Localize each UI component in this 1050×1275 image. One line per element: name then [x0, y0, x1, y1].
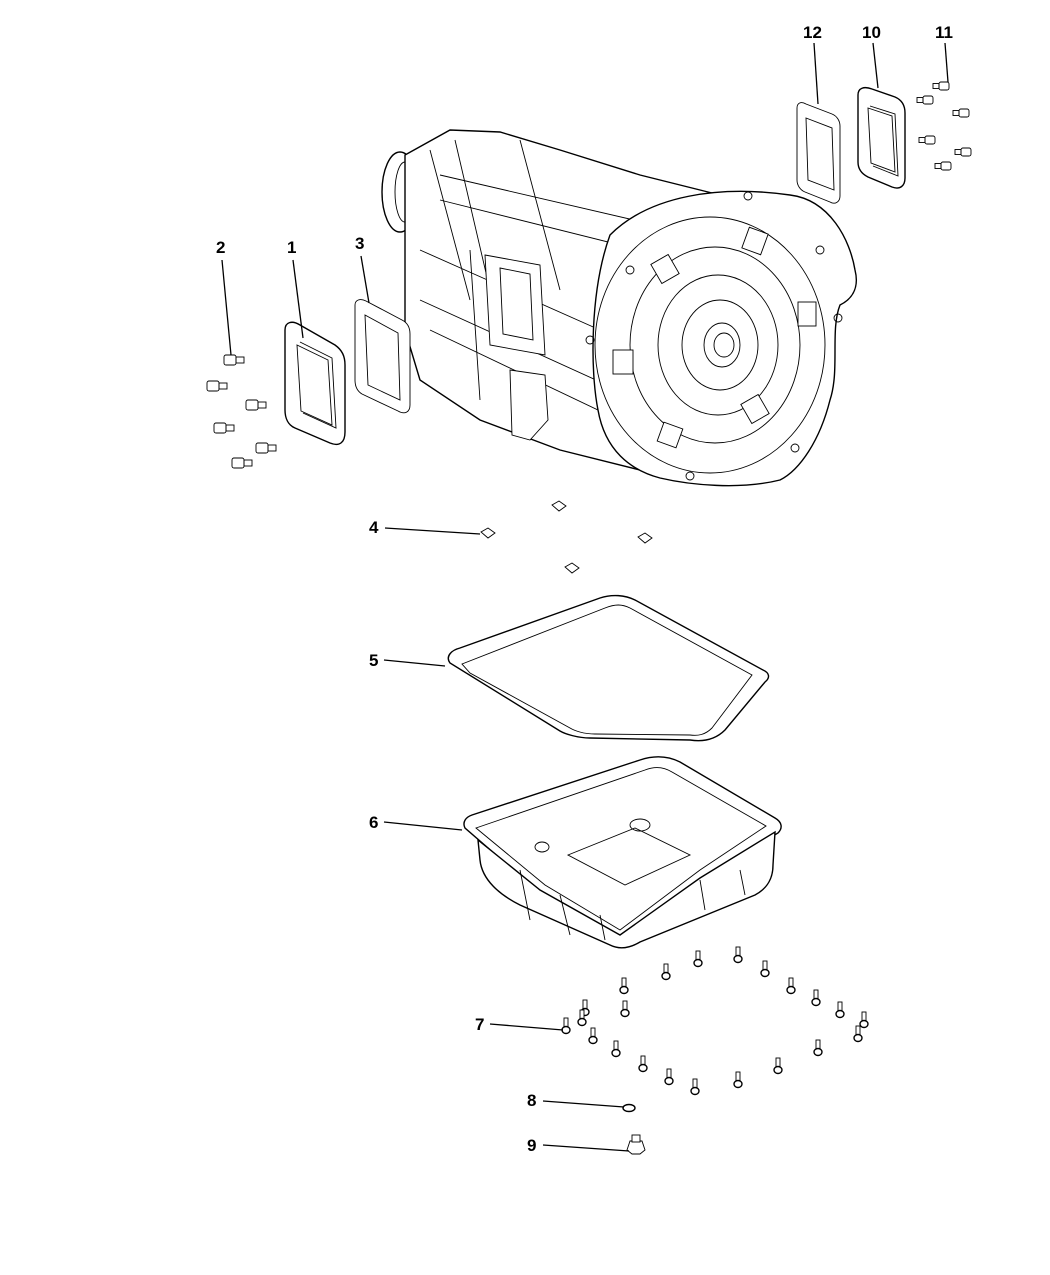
- pan-bolt: [859, 1011, 869, 1029]
- magnets-4: [480, 500, 653, 574]
- leader-line-3: [360, 255, 370, 304]
- cover-gasket-12: [796, 102, 841, 204]
- pan-bolt: [620, 1000, 630, 1018]
- oil-pan-bolts-7: [561, 946, 869, 1096]
- leader-line-7: [489, 1023, 564, 1031]
- callout-2: 2: [216, 238, 225, 257]
- pan-bolt: [733, 946, 743, 964]
- callout-4: 4: [369, 518, 379, 537]
- leader-line-5: [383, 659, 446, 667]
- oil-pan-gasket-5: [447, 594, 770, 742]
- callout-3: 3: [355, 234, 364, 253]
- leader-line-8: [542, 1100, 625, 1108]
- drain-plug-9: [626, 1134, 646, 1155]
- leader-line-1: [292, 259, 304, 339]
- pan-bolt: [661, 963, 671, 981]
- pan-bolt: [853, 1025, 863, 1043]
- transmission-assembly: [381, 129, 857, 487]
- callout-11: 11: [935, 23, 953, 42]
- pan-bolt: [588, 1027, 598, 1045]
- pan-bolt: [619, 977, 629, 995]
- leader-lines: [221, 42, 949, 1152]
- cover-plate-1: [284, 321, 346, 446]
- pan-bolt: [611, 1040, 621, 1058]
- leader-line-4: [384, 527, 481, 535]
- pan-bolt: [638, 1055, 648, 1073]
- leader-line-10: [872, 42, 879, 89]
- pan-bolt: [773, 1057, 783, 1075]
- leader-line-11: [944, 42, 949, 83]
- cover-gasket-3: [354, 299, 411, 414]
- callout-10: 10: [862, 23, 881, 42]
- callout-9: 9: [527, 1136, 536, 1155]
- cover-plate-10: [857, 86, 906, 189]
- callout-6: 6: [369, 813, 378, 832]
- pan-bolt: [664, 1068, 674, 1086]
- callout-labels: 1 2 3 4 5 6 7 8 9 10 11 12: [216, 23, 953, 1155]
- leader-line-9: [542, 1144, 630, 1152]
- pan-bolt: [733, 1071, 743, 1089]
- pan-bolt: [760, 960, 770, 978]
- pan-bolt: [813, 1039, 823, 1057]
- callout-7: 7: [475, 1015, 484, 1034]
- leader-line-6: [383, 821, 463, 831]
- leader-line-2: [221, 259, 232, 356]
- oil-pan-6: [463, 756, 782, 949]
- callout-8: 8: [527, 1091, 536, 1110]
- pan-bolt: [811, 989, 821, 1007]
- callout-12: 12: [803, 23, 822, 42]
- pan-bolt: [690, 1078, 700, 1096]
- leader-line-12: [813, 42, 819, 105]
- callout-1: 1: [287, 238, 296, 257]
- drain-plug-washer-8: [622, 1103, 636, 1113]
- pan-bolt: [577, 1009, 587, 1027]
- bolts-2: [206, 354, 277, 469]
- pan-bolt: [786, 977, 796, 995]
- callout-5: 5: [369, 651, 378, 670]
- pan-bolt: [693, 950, 703, 968]
- pan-bolt: [561, 1017, 571, 1035]
- bolts-11: [916, 81, 972, 171]
- pan-bolt: [835, 1001, 845, 1019]
